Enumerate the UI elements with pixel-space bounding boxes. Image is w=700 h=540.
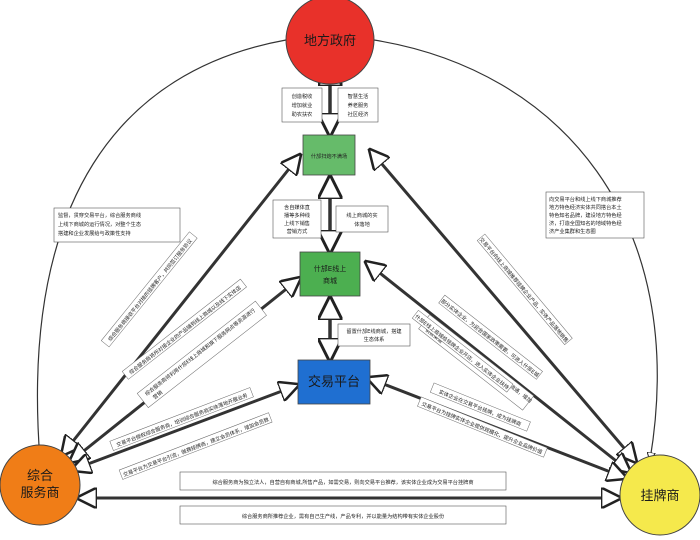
box-bottom-low: 综合服务商所推荐企业，需有自己生产线，产品专利，并以能量为结构带有实体企业股份 <box>179 505 507 525</box>
box-left-note: 监督，贯穿交易平台，综合服务商线 上线下商城的运行情况，对整个生态 搭建和企业发… <box>53 207 181 243</box>
box-right-note-line: 济，打造全国知名的地域特色经 <box>549 219 622 227</box>
box-gov-right-line: 智慧生活 <box>348 92 369 100</box>
node-service-label-1: 综合 <box>27 469 53 484</box>
box-media-line: 上线下销售 <box>284 219 310 227</box>
node-platform-label: 交易平台 <box>308 374 360 390</box>
label-r5-text: 什邡E线上商城给挂牌企业开店，进入实体企业扶持 <box>413 313 510 392</box>
box-bottom-mid: 综合服务商为独立法人，自营自有商城,所售产品，如需交易，则向交易平台推荐，该实体… <box>179 471 507 491</box>
label-l4: 交易平台授权综合服务商，培训综合服务商实体落地开展业务 <box>109 387 254 451</box>
node-service[interactable]: 综合 服务商 <box>0 444 81 526</box>
node-mall-small-label: 什邡扫炮不满场 <box>311 152 347 160</box>
label-r5: 什邡E线上商城给挂牌企业开店，进入实体企业扶持 <box>411 309 514 393</box>
label-l4-text: 交易平台授权综合服务商，培训综合服务商实体落地开展业务 <box>115 391 249 449</box>
box-media-line: 含自媒体直 <box>284 203 310 211</box>
box-right-note-line: 特色知名品牌，建设地方特色经 <box>549 211 622 219</box>
box-media-line: 营销方式 <box>287 227 309 235</box>
node-mall-small[interactable]: 什邡扫炮不满场 <box>302 134 356 176</box>
box-gov-right-line: 社区经济 <box>348 110 370 118</box>
box-platform-mall-line: 生态体系 <box>364 335 385 343</box>
box-gov-right: 智慧生活 养老服务 社区经济 <box>337 87 379 123</box>
node-gov[interactable]: 地方政府 <box>285 0 375 85</box>
box-platform-mall-line: 留置什邡E线商城，搭建 <box>346 327 401 335</box>
box-bottom-mid-line: 综合服务商为独立法人，自营自有商城,所售产品，如需交易，则向交易平台推荐，该实体… <box>212 478 473 486</box>
label-r1-text: 交易平台向线上商城推荐挂牌企业产品，实体产品落地销售 <box>478 236 571 344</box>
box-media-line: 播等多种线 <box>284 211 310 219</box>
box-right-note-line: 济产业集群和生态圈 <box>549 227 596 235</box>
node-mall-label-2: 商城 <box>323 276 337 285</box>
box-left-note-line: 搭建和企业发展给与政策性支持 <box>58 229 131 237</box>
box-gov-left-line: 增加就业 <box>292 101 313 109</box>
node-mall[interactable]: 什邡E线上 商城 <box>299 251 361 297</box>
node-gov-label: 地方政府 <box>304 33 356 49</box>
box-left-note-line: 监督，贯穿交易平台，综合服务商线 <box>58 211 141 219</box>
box-right-note: 向交易平台和线上线下商城推荐 地方特色经济实体共同搭台本土 特色知名品牌，建设地… <box>545 191 645 239</box>
node-listing-label: 挂牌商 <box>640 488 679 504</box>
box-mall-real: 线上商城的实 体落地 <box>335 205 389 233</box>
box-mall-real-line: 体落地 <box>354 220 370 228</box>
box-right-note-line: 向交易平台和线上线下商城推荐 <box>549 195 622 203</box>
node-mall-label-1: 什邡E线上 <box>314 264 346 273</box>
box-left-note-line: 上线下商城的运行情况，对整个生态 <box>58 220 141 228</box>
box-gov-left-line: 创造税收 <box>292 92 313 100</box>
box-mall-real-line: 线上商城的实 <box>346 211 377 219</box>
node-service-label-2: 服务商 <box>20 485 59 501</box>
box-media: 含自媒体直 播等多种线 上线下销售 营销方式 <box>272 199 322 239</box>
box-platform-mall: 留置什邡E线商城，搭建 生态体系 <box>337 323 411 347</box>
box-bottom-low-line: 综合服务商所推荐企业，需有自己生产线，产品专利，并以能量为结构带有实体企业股份 <box>242 512 445 520</box>
box-gov-left: 创造税收 增加就业 助农扶农 <box>281 87 323 123</box>
link-platform-service <box>72 385 298 470</box>
node-listing[interactable]: 挂牌商 <box>619 454 700 536</box>
link-mall-listing <box>366 262 630 472</box>
label-r1: 交易平台向线上商城推荐挂牌企业产品，实体产品落地销售 <box>476 233 573 346</box>
box-right-note-line: 地方特色经济实体共同搭台本土 <box>549 203 622 211</box>
box-gov-left-line: 助农扶农 <box>292 110 313 118</box>
node-platform[interactable]: 交易平台 <box>297 359 371 405</box>
box-gov-right-line: 养老服务 <box>348 101 369 109</box>
